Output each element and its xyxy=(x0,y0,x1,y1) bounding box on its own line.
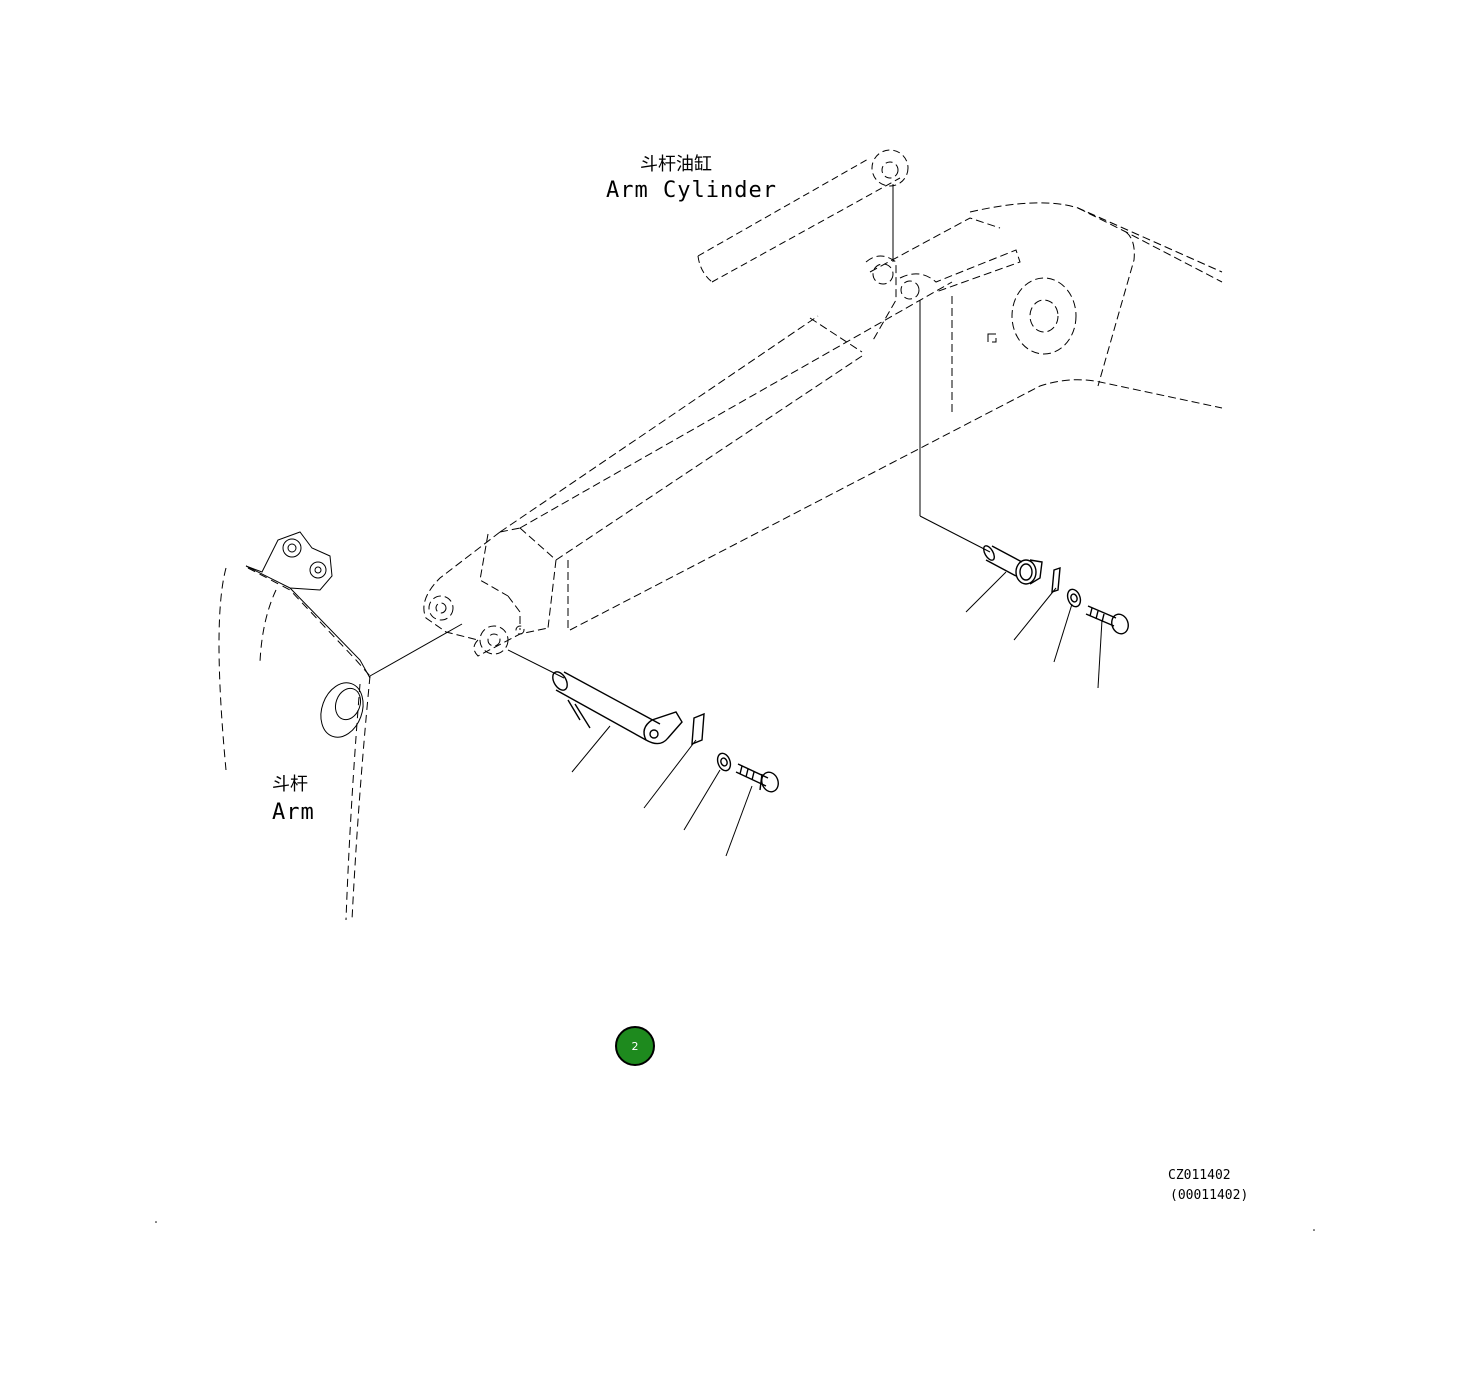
rear-pin xyxy=(983,545,1043,585)
rear-bolt xyxy=(1085,605,1129,635)
drawing-alt-code: (00011402) xyxy=(1170,1188,1249,1203)
callout-number: 2 xyxy=(631,1039,639,1053)
rear-lockplate xyxy=(1051,566,1061,594)
arm-cylinder-label-en: Arm Cylinder xyxy=(606,178,777,203)
linkage-bracket xyxy=(245,531,371,679)
front-pin xyxy=(552,671,683,745)
linkage-outline xyxy=(218,567,371,921)
arm-cylinder-outline xyxy=(697,149,909,283)
arm-label-en: Arm xyxy=(272,800,315,825)
front-plate xyxy=(691,712,705,746)
rear-washer xyxy=(1066,588,1082,608)
arm-cylinder-label-cn: 斗杆油缸 xyxy=(640,154,712,175)
arm-body-outline xyxy=(423,202,1223,657)
drawing-code: CZ011402 xyxy=(1168,1168,1231,1183)
front-bolt xyxy=(735,763,779,793)
linkage-boss xyxy=(320,682,364,738)
arm-label-cn: 斗杆 xyxy=(272,774,308,795)
callout-marker-2[interactable]: 2 xyxy=(615,1026,655,1066)
front-washer xyxy=(716,752,732,772)
